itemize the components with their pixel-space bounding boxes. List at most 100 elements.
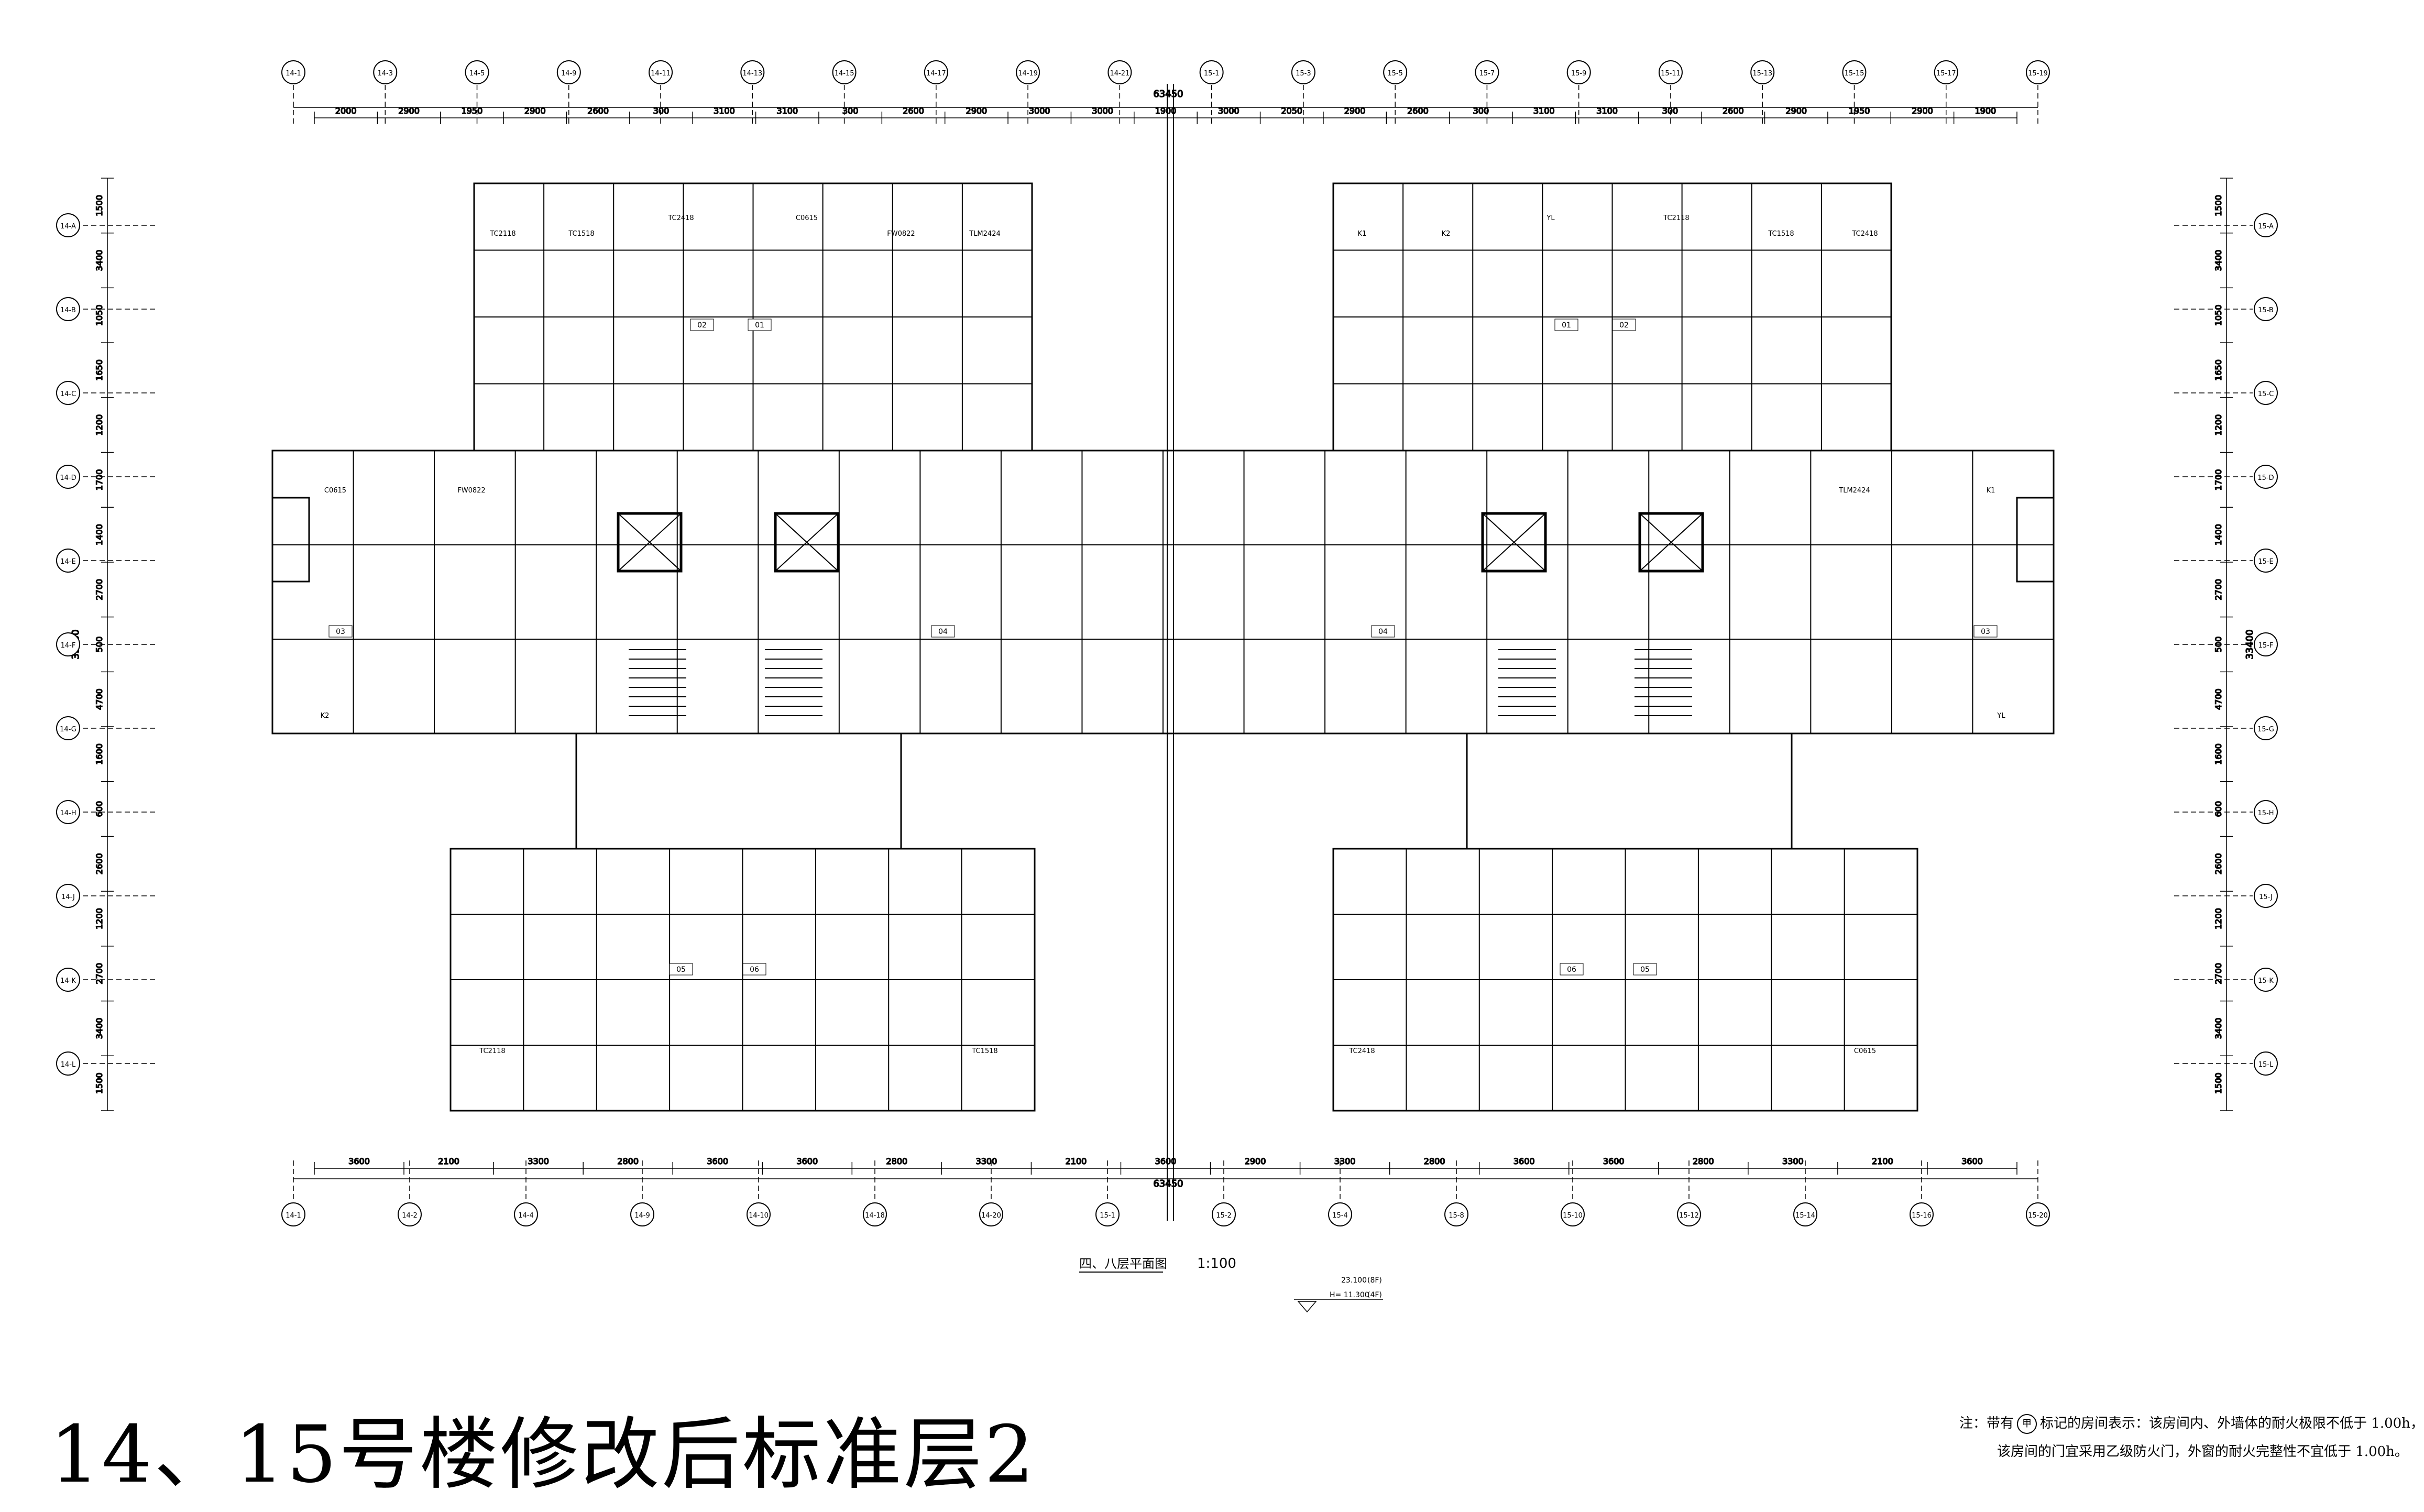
window-label: C0615 <box>1854 1047 1876 1055</box>
unit-label: 02 <box>697 321 707 330</box>
left-dimension-value: 4700 <box>94 688 104 710</box>
left-dimension-value: 1650 <box>94 359 104 381</box>
top-axis-bubble <box>740 60 765 84</box>
right-axis-bubble-label: 15-L <box>2258 1061 2274 1069</box>
top-dimension-value: 3000 <box>1029 106 1050 116</box>
top-axis-bubble <box>373 60 398 84</box>
bottom-axis-bubble <box>1212 1202 1236 1226</box>
top-axis-bubble <box>649 60 673 84</box>
top-dimension-value: 300 <box>1662 106 1679 116</box>
top-axis-bubble-label: 14-15 <box>835 70 854 78</box>
top-axis-bubble <box>1934 60 1958 84</box>
elevation-bottom: H= 11.300 <box>1330 1291 1369 1299</box>
bottom-axis-bubble <box>1095 1202 1120 1226</box>
right-dimension-value: 1050 <box>2213 304 2223 326</box>
bottom-axis-bubble-label: 15-4 <box>1332 1212 1348 1220</box>
left-dimension-value: 1500 <box>94 1072 104 1094</box>
unit-label: 03 <box>336 628 345 636</box>
right-dimension-value: 4700 <box>2213 688 2223 710</box>
bottom-dimension-value: 3300 <box>528 1156 549 1166</box>
top-axis-bubble <box>1842 60 1867 84</box>
left-axis-bubble <box>56 968 80 992</box>
left-axis-bubble-label: 14-K <box>60 977 76 985</box>
window-label: TC2118 <box>479 1047 505 1055</box>
top-dimension-value: 2000 <box>335 106 357 116</box>
window-label: K1 <box>1987 487 1995 495</box>
window-label: TLM2424 <box>969 230 1000 238</box>
right-axis-bubble-label: 15-G <box>2257 726 2274 733</box>
unit-tag <box>1371 625 1395 638</box>
elevator-cross <box>618 513 682 572</box>
bottom-axis-bubble <box>1561 1202 1585 1226</box>
left-axis-bubble <box>56 549 80 573</box>
bottom-axis-bubble <box>281 1202 305 1226</box>
right-dimension-value: 2700 <box>2213 579 2223 600</box>
left-axis-bubble <box>56 716 80 740</box>
bottom-dimension-value: 3300 <box>1782 1156 1804 1166</box>
left-axis-bubble-label: 14-G <box>60 726 76 733</box>
left-axis-bubble <box>56 632 80 656</box>
bottom-axis-bubble-label: 15-1 <box>1100 1212 1115 1220</box>
right-dimension-value: 1700 <box>2213 469 2223 491</box>
left-dimension-value: 1700 <box>94 469 104 491</box>
left-axis-bubble-label: 14-B <box>60 306 76 314</box>
bottom-axis-bubble <box>514 1202 538 1226</box>
top-axis-bubble-label: 14-13 <box>742 70 762 78</box>
top-axis-bubble-label: 15-17 <box>1936 70 1956 78</box>
right-axis-bubble <box>2254 297 2278 321</box>
top-dimension-value: 2600 <box>1407 106 1429 116</box>
window-label: TC1518 <box>1768 230 1794 238</box>
top-dimension-value: 3000 <box>1092 106 1113 116</box>
elevation-bottom-note: (4F) <box>1367 1291 1382 1299</box>
bottom-dimension-value: 3600 <box>707 1156 728 1166</box>
window-label: K2 <box>321 712 330 720</box>
left-axis-bubble-label: 14-A <box>60 223 76 231</box>
unit-tag <box>742 963 766 976</box>
elevator-cross <box>775 513 839 572</box>
top-axis-bubble-label: 14-17 <box>926 70 946 78</box>
top-dimension-value: 300 <box>653 106 670 116</box>
window-label: K1 <box>1358 230 1367 238</box>
top-dimension-value: 2900 <box>1785 106 1807 116</box>
unit-tag <box>1633 963 1657 976</box>
window-label: FW0822 <box>457 487 485 495</box>
bottom-axis-bubble <box>863 1202 887 1226</box>
unit-label: 05 <box>676 966 686 974</box>
elevation-top: 23.100 <box>1341 1276 1367 1285</box>
window-label: YL <box>1546 214 1555 222</box>
window-label: TLM2424 <box>1838 487 1870 495</box>
unit-label: 02 <box>1619 321 1629 330</box>
unit-tag <box>931 625 955 638</box>
elevator-cross <box>1639 513 1703 572</box>
unit-tag <box>748 319 772 331</box>
right-dimension-value: 3400 <box>2213 250 2223 271</box>
left-dimension-value: 1200 <box>94 908 104 929</box>
top-axis-bubble-label: 15-7 <box>1479 70 1495 78</box>
right-axis-bubble <box>2254 381 2278 405</box>
top-dimension-value: 2600 <box>903 106 924 116</box>
window-label: FW0822 <box>887 230 915 238</box>
right-dimension-value: 1400 <box>2213 524 2223 545</box>
top-axis-bubble-label: 15-9 <box>1571 70 1587 78</box>
bottom-dimension-value: 3600 <box>348 1156 370 1166</box>
note-line-2: 该房间的门宜采用乙级防火门，外窗的耐火完整性不宜低于 1.00h。 <box>1997 1444 2408 1460</box>
left-dimension-value: 500 <box>94 637 104 653</box>
right-axis-bubble-label: 15-J <box>2259 893 2273 901</box>
unit-label: 04 <box>1378 628 1388 636</box>
bottom-dimension-value: 2800 <box>1424 1156 1445 1166</box>
bottom-axis-bubble-label: 14-2 <box>402 1212 418 1220</box>
right-axis-bubble-label: 15-H <box>2257 809 2274 817</box>
left-axis-bubble <box>56 884 80 908</box>
top-dimension-value: 3100 <box>714 106 735 116</box>
top-dimension-value: 2050 <box>1281 106 1302 116</box>
right-axis-bubble <box>2254 549 2278 573</box>
bottom-dimension-value: 2800 <box>886 1156 907 1166</box>
top-dimension-value: 2900 <box>966 106 988 116</box>
right-axis-bubble <box>2254 800 2278 824</box>
right-dimension-value: 2700 <box>2213 963 2223 984</box>
unit-tag <box>690 319 714 331</box>
top-axis-bubble <box>1107 60 1132 84</box>
unit-label: 01 <box>1562 321 1571 330</box>
